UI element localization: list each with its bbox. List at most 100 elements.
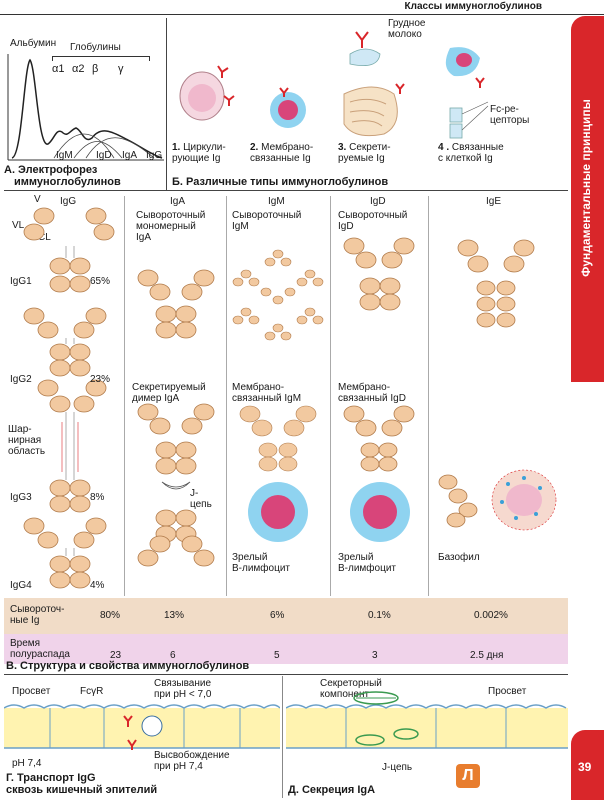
igm-structures	[232, 249, 324, 542]
halflife-value-iga: 6	[170, 650, 176, 661]
ig-label-iga: IgA	[122, 150, 138, 161]
panel-g-caption: Г. Транспорт IgG сквозь кишечный эпители…	[6, 772, 158, 796]
ig-label-igm: IgM	[56, 150, 73, 161]
igg-cl-label: CL	[38, 232, 51, 243]
halflife-value-igd: 3	[372, 650, 378, 661]
igg4-pct: 4%	[90, 580, 105, 591]
panel-a-caption-line1: А. Электрофорез	[4, 164, 98, 176]
igg3-name: IgG3	[10, 492, 32, 503]
page-number: 39	[578, 760, 592, 774]
ig-label-igd: IgD	[96, 150, 112, 161]
ige-cell-label: Базофил	[438, 552, 480, 563]
iga-structures	[137, 269, 215, 567]
albumin-label: Альбумин	[10, 38, 57, 49]
igd-cell-label: Зрелый В-лимфоцит	[338, 552, 396, 574]
igg-title: IgG	[60, 196, 77, 207]
halflife-value-igm: 5	[274, 650, 280, 661]
binding-label: Связывание при pH < 7,0	[154, 678, 212, 700]
hinge-label: Шар- нирная область	[8, 424, 46, 457]
page-number-tab: 39	[571, 730, 604, 800]
igd-sub-top: Сывороточный IgD	[338, 210, 408, 232]
igm-sub-mid: Мембрано- связанный IgM	[232, 382, 302, 404]
igm-cell-label: Зрелый В-лимфоцит	[232, 552, 290, 574]
igg2-pct: 23%	[90, 374, 111, 385]
panel-d-jchain-label: J-цепь	[382, 762, 413, 773]
cell-bound-ig-illustration	[445, 47, 489, 139]
serum-row-label: Сывороточ- ные Ig	[10, 604, 65, 626]
igm-sub-top: Сывороточный IgM	[232, 210, 302, 232]
fraction-a1: α1	[52, 63, 65, 75]
panel-a-caption: А. Электрофорез иммуноглобулинов	[4, 164, 166, 188]
panel-v: V IgG VL CL	[4, 192, 568, 674]
ige-title: IgE	[486, 196, 502, 207]
fraction-g: γ	[118, 63, 124, 75]
halflife-row-label: Время полураспада	[10, 638, 70, 660]
iga-sub-top: Сывороточный мономерный IgA	[136, 210, 206, 243]
type-3-num: 3.	[338, 142, 347, 153]
igg2-name: IgG2	[10, 374, 32, 385]
igg-vl-label: VL	[12, 220, 25, 231]
secreted-ig-illustration	[343, 31, 405, 137]
epithelium-g	[4, 704, 280, 750]
type-2-label: 2. Мембрано- связанные Ig	[250, 142, 313, 164]
fc-receptors-label: Fc-ре- цепторы	[490, 104, 530, 126]
circulating-ig-illustration	[179, 65, 235, 121]
panel-v-caption: В. Структура и свойства иммуноглобулинов	[6, 660, 250, 672]
type-4-num: 4 .	[438, 142, 450, 153]
type-3-text: Секрети- руемые Ig	[338, 142, 391, 164]
panel-a-caption-line2: иммуноглобулинов	[14, 176, 121, 188]
igg4-name: IgG4	[10, 580, 32, 591]
igm-title: IgM	[268, 196, 285, 207]
igg1-name: IgG1	[10, 276, 32, 287]
halflife-row: Время полураспада 23 6 5 3 2.5 дня	[4, 634, 568, 664]
serum-value-iga: 13%	[164, 610, 185, 621]
col-div-4	[428, 196, 429, 596]
serum-value-igm: 6%	[270, 610, 285, 621]
type-1-num: 1.	[172, 142, 181, 153]
igd-structures	[343, 237, 415, 542]
type-4-label: 4 . Связанные с клеткой Ig	[438, 142, 504, 164]
serum-value-igg: 80%	[100, 610, 121, 621]
panel-g: Просвет FcγR Связывание при pH < 7,0 pH …	[4, 676, 280, 798]
divider-mid	[4, 674, 568, 675]
running-header: Классы иммуноглобулинов	[0, 0, 604, 15]
serum-row: Сывороточ- ные Ig 80% 13% 6% 0.1% 0.002%	[4, 598, 568, 634]
divider-top	[4, 190, 568, 191]
membrane-ig-illustration	[270, 87, 306, 128]
igg3-pct: 8%	[90, 492, 105, 503]
ph-label: pH 7,4	[12, 758, 42, 769]
igg1-pct: 65%	[90, 276, 111, 287]
type-1-text: Циркули- рующие Ig	[172, 142, 226, 164]
secretory-iga-top	[353, 691, 399, 705]
ige-structures	[438, 239, 557, 531]
watermark-logo: Л	[456, 764, 480, 788]
type-1-label: 1. Циркули- рующие Ig	[172, 142, 226, 164]
side-tab-label: Фундаментальные принципы	[579, 99, 593, 277]
panel-a: Альбумин Глобулины α1 α2 β γ IgM IgD IgA…	[4, 18, 166, 190]
serum-value-igd: 0.1%	[368, 610, 391, 621]
type-2-text: Мембрано- связанные Ig	[250, 142, 314, 164]
type-4-text: Связанные с клеткой Ig	[438, 142, 504, 164]
col-div-3	[330, 196, 331, 596]
release-label: Высвобождение при pH 7,4	[154, 750, 230, 772]
iga-title: IgA	[170, 196, 186, 207]
fraction-b: β	[92, 63, 99, 75]
breast-milk-label: Грудное молоко	[388, 18, 426, 40]
igg-structures	[23, 207, 115, 589]
panel-d-caption: Д. Секреция IgA	[288, 784, 376, 796]
panel-d: Секреторный компонент Просвет J-цепь Д. …	[286, 676, 568, 798]
side-tab: Фундаментальные принципы	[571, 16, 604, 382]
serum-value-ige: 0.002%	[474, 610, 508, 621]
fraction-a2: α2	[72, 63, 85, 75]
halflife-value-ige: 2.5 дня	[470, 650, 504, 661]
type-3-label: 3. Секрети- руемые Ig	[338, 142, 391, 164]
iga-jchain: J- цепь	[190, 488, 212, 510]
panel-b: Грудное молоко Fc-ре- цепторы 1. Циркули…	[170, 18, 568, 190]
divider-g-d	[282, 676, 283, 798]
panel-b-caption: Б. Различные типы иммуноглобулинов	[172, 176, 389, 188]
electrophoresis-curve	[7, 54, 164, 161]
secretory-component-label: Секреторный компонент	[320, 678, 382, 700]
halflife-value-igg: 23	[110, 650, 122, 661]
col-div-1	[124, 196, 125, 596]
panel-d-lumen-label: Просвет	[488, 686, 527, 697]
